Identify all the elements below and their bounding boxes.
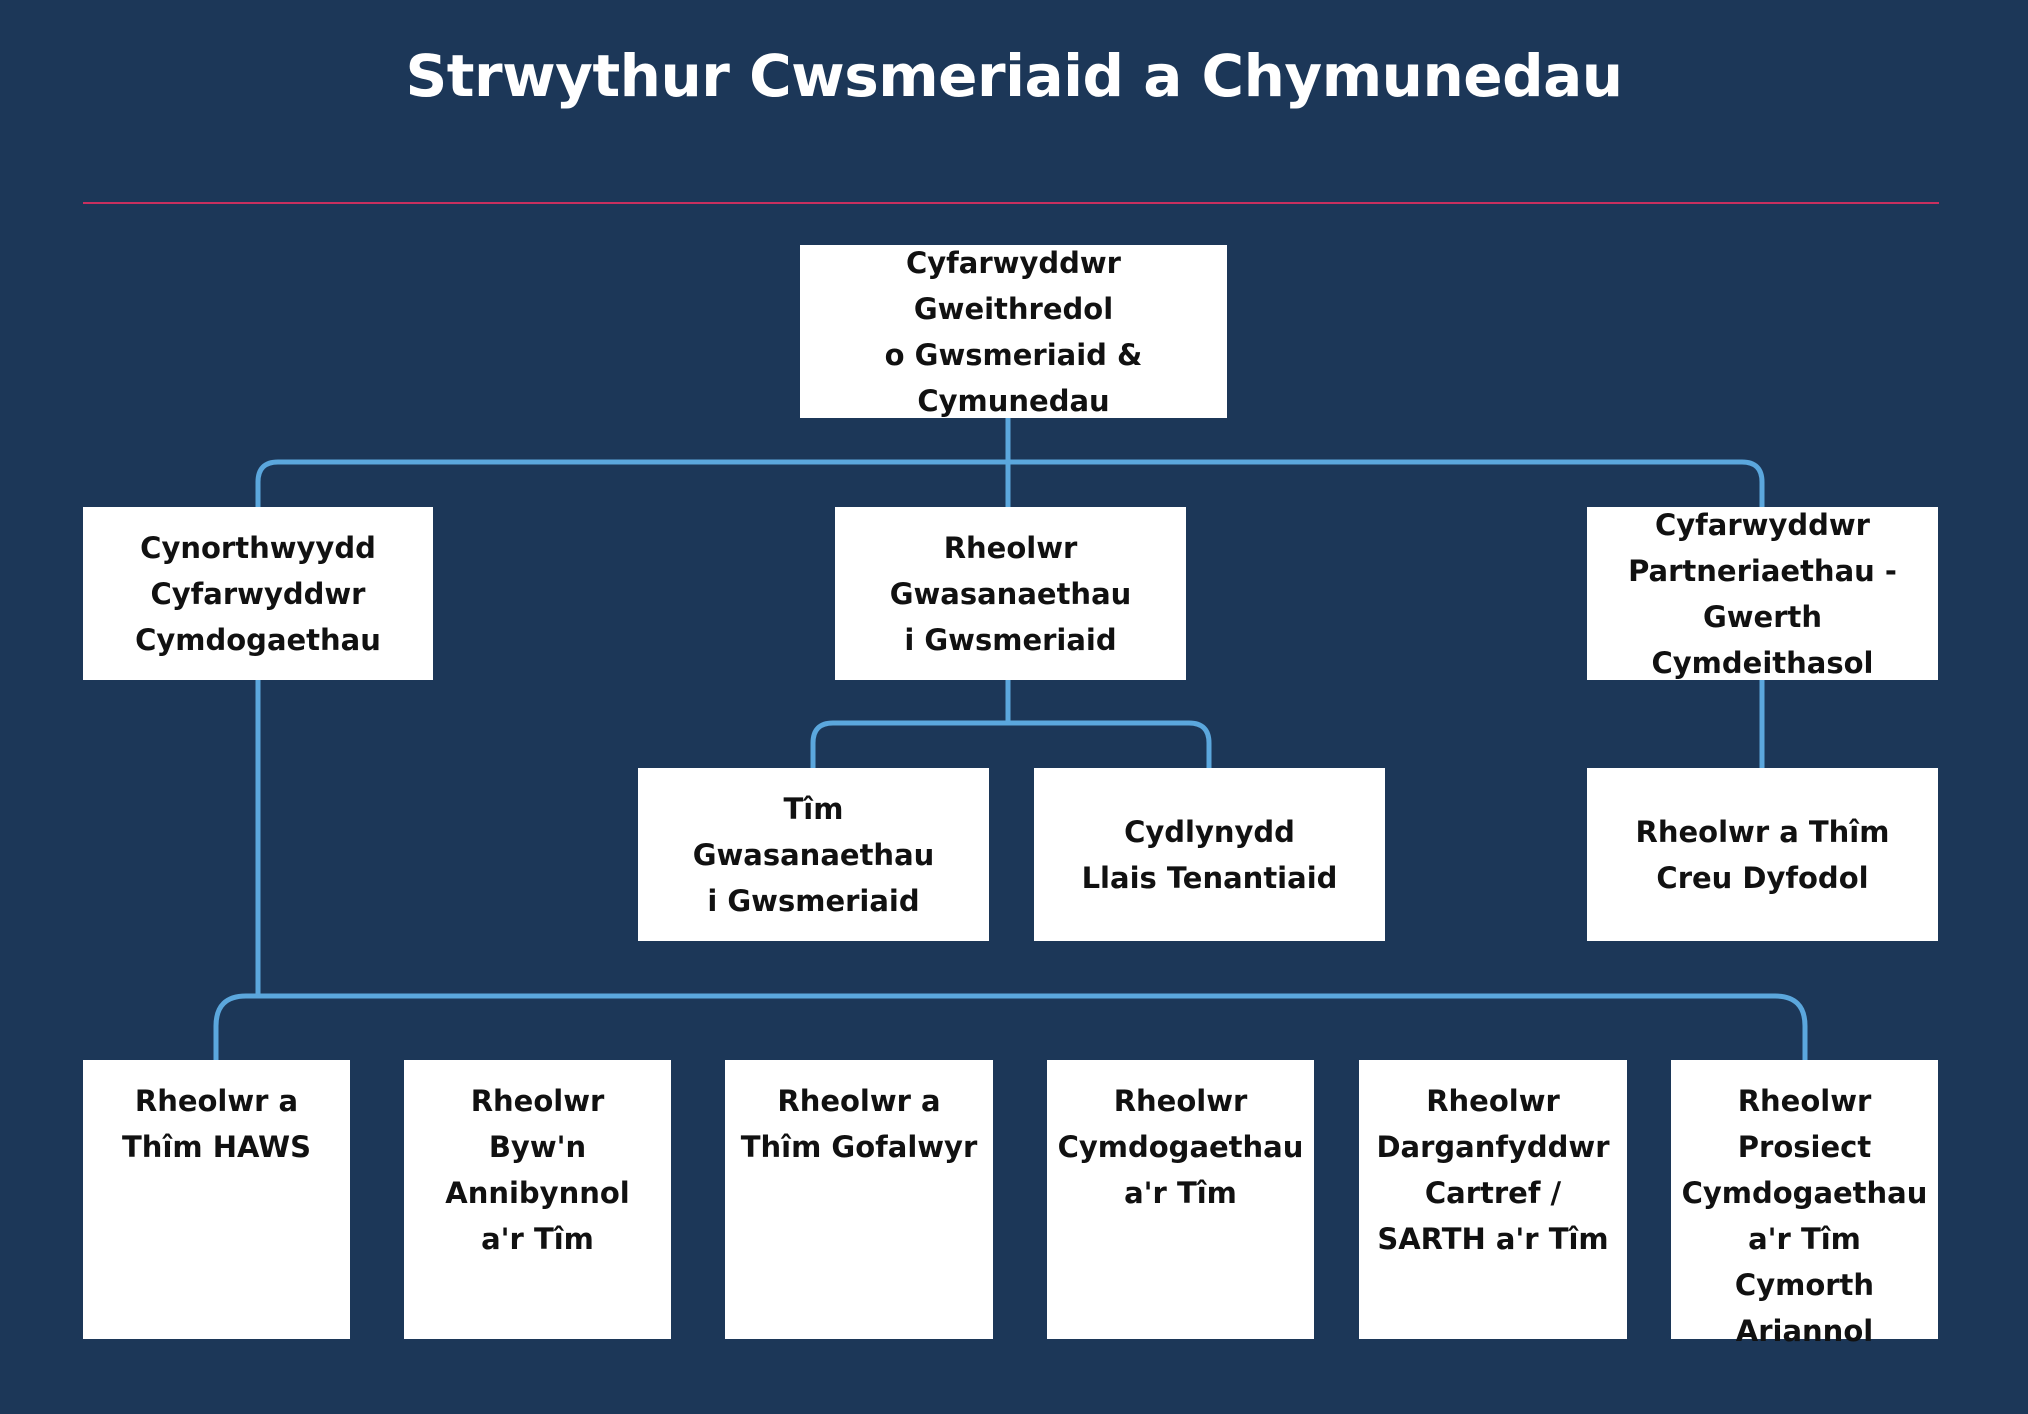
title-divider xyxy=(83,202,1939,204)
node-neighbourhoods-team: Rheolwr Cymdogaethau a'r Tîm xyxy=(1047,1060,1314,1339)
node-partnerships-director: Cyfarwyddwr Partneriaethau - Gwerth Cymd… xyxy=(1587,507,1938,680)
node-label: Rheolwr Cymdogaethau a'r Tîm xyxy=(1057,1084,1304,1210)
node-create-future-team: Rheolwr a Thîm Creu Dyfodol xyxy=(1587,768,1938,941)
node-label: Cyfarwyddwr Gweithredol o Gwsmeriaid & C… xyxy=(884,245,1143,418)
page-title: Strwythur Cwsmeriaid a Chymunedau xyxy=(405,42,1623,110)
connector-level2-bus xyxy=(255,459,1765,507)
node-label: Rheolwr a Thîm Gofalwyr xyxy=(740,1084,978,1164)
node-label: Rheolwr Byw'n Annibynnol a'r Tîm xyxy=(445,1084,630,1256)
node-customer-services-manager: Rheolwr Gwasanaethau i Gwsmeriaid xyxy=(835,507,1186,680)
node-label: Cyfarwyddwr Partneriaethau - Gwerth Cymd… xyxy=(1628,507,1897,680)
node-home-finder-team: Rheolwr Darganfyddwr Cartref / SARTH a'r… xyxy=(1359,1060,1627,1339)
node-label: Cynorthwyydd Cyfarwyddwr Cymdogaethau xyxy=(135,530,381,657)
node-caretakers-team: Rheolwr a Thîm Gofalwyr xyxy=(725,1060,993,1339)
node-label: Tîm Gwasanaethau i Gwsmeriaid xyxy=(692,791,935,918)
node-independent-living-team: Rheolwr Byw'n Annibynnol a'r Tîm xyxy=(404,1060,671,1339)
connector-csm-bus xyxy=(810,720,1212,768)
node-label: Rheolwr Gwasanaethau i Gwsmeriaid xyxy=(889,530,1132,657)
node-label: Rheolwr a Thîm HAWS xyxy=(122,1084,311,1164)
node-label: Rheolwr Darganfyddwr Cartref / SARTH a'r… xyxy=(1376,1084,1610,1256)
connector-bottom-bus xyxy=(213,993,1808,1060)
node-label: Rheolwr a Thîm Creu Dyfodol xyxy=(1635,814,1890,895)
node-neighbourhood-projects-team: Rheolwr Prosiect Cymdogaethau a'r Tîm Cy… xyxy=(1671,1060,1938,1348)
node-executive-director: Cyfarwyddwr Gweithredol o Gwsmeriaid & C… xyxy=(800,245,1227,418)
node-haws-team: Rheolwr a Thîm HAWS xyxy=(83,1060,350,1339)
node-customer-services-team: Tîm Gwasanaethau i Gwsmeriaid xyxy=(638,768,989,941)
node-tenant-voice-coordinator: Cydlynydd Llais Tenantiaid xyxy=(1034,768,1385,941)
node-label: Rheolwr Prosiect Cymdogaethau a'r Tîm Cy… xyxy=(1681,1084,1928,1348)
node-label: Cydlynydd Llais Tenantiaid xyxy=(1081,814,1338,895)
node-assistant-director: Cynorthwyydd Cyfarwyddwr Cymdogaethau xyxy=(83,507,433,680)
